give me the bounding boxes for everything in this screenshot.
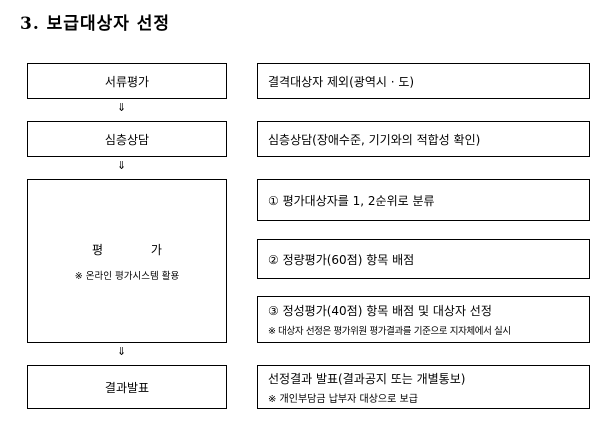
step-document-review-detail-box: 결격대상자 제외(광역시 · 도) <box>257 63 590 99</box>
step-announcement-detail: 선정결과 발표(결과공지 또는 개별통보) <box>268 371 466 386</box>
evaluation-detail-3-note: ※ 대상자 선정은 평가위원 평가결과를 기준으로 지자체에서 실시 <box>268 326 511 337</box>
flow-arrow-down-icon: ⇓ <box>117 159 127 172</box>
step-announcement-box: 결과발표 <box>27 365 227 409</box>
step-document-review-box: 서류평가 <box>27 63 227 99</box>
page-title: 3. 보급대상자 선정 <box>20 14 171 34</box>
step-document-review-label: 서류평가 <box>104 74 150 89</box>
step-document-review-detail: 결격대상자 제외(광역시 · 도) <box>268 74 415 89</box>
step-consultation-label: 심층상담 <box>104 132 150 147</box>
evaluation-detail-1-box: ① 평가대상자를 1, 2순위로 분류 <box>257 179 590 221</box>
evaluation-detail-3: ③ 정성평가(40점) 항목 배점 및 대상자 선정 <box>268 304 492 318</box>
step-announcement-detail-box: 선정결과 발표(결과공지 또는 개별통보) ※ 개인부담금 납부자 대상으로 보… <box>257 365 590 409</box>
step-consultation-box: 심층상담 <box>27 121 227 157</box>
flow-arrow-down-icon: ⇓ <box>117 345 127 358</box>
evaluation-detail-1: ① 평가대상자를 1, 2순위로 분류 <box>268 193 435 208</box>
step-evaluation-box: 평 가 ※ 온라인 평가시스템 활용 <box>27 179 227 343</box>
step-consultation-detail: 심층상담(장애수준, 기기와의 적합성 확인) <box>268 132 481 147</box>
step-announcement-label: 결과발표 <box>104 380 150 395</box>
step-consultation-detail-box: 심층상담(장애수준, 기기와의 적합성 확인) <box>257 121 590 157</box>
evaluation-detail-2: ② 정량평가(60점) 항목 배점 <box>268 252 415 267</box>
evaluation-detail-3-box: ③ 정성평가(40점) 항목 배점 및 대상자 선정 ※ 대상자 선정은 평가위… <box>257 296 590 343</box>
flow-arrow-down-icon: ⇓ <box>117 101 127 114</box>
evaluation-detail-2-box: ② 정량평가(60점) 항목 배점 <box>257 239 590 279</box>
step-evaluation-label: 평 가 <box>92 242 184 257</box>
step-announcement-note: ※ 개인부담금 납부자 대상으로 보급 <box>268 393 418 405</box>
step-evaluation-note: ※ 온라인 평가시스템 활용 <box>74 270 180 282</box>
